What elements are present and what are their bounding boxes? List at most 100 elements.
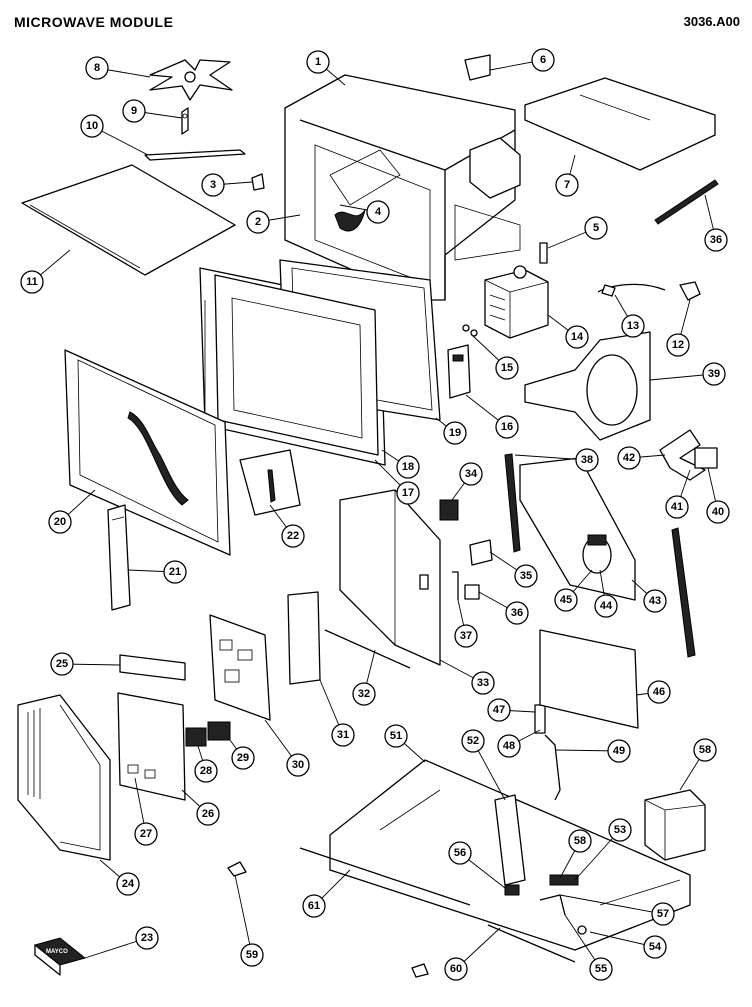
callout-number: 15 — [501, 362, 513, 374]
diagram-code: 3036.A00 — [683, 14, 740, 29]
callout-number: 48 — [503, 740, 515, 752]
callout-number: 13 — [627, 320, 639, 332]
callout-number: 45 — [560, 594, 572, 606]
callout-circle — [584, 216, 608, 240]
callout-number: 61 — [308, 900, 320, 912]
callout-44: 44 — [594, 569, 618, 618]
part-outer-panel — [524, 77, 716, 171]
callout-39: 39 — [649, 362, 726, 386]
callout-circle — [80, 114, 104, 138]
callout-number: 4 — [375, 206, 382, 218]
callout-number: 22 — [287, 530, 299, 542]
callout-circle — [607, 739, 631, 763]
callout-circle — [48, 510, 72, 534]
callout-49: 49 — [554, 739, 631, 763]
callout-26: 26 — [181, 789, 220, 826]
callout-number: 19 — [449, 427, 461, 439]
callout-number: 1 — [315, 56, 321, 68]
callout-circle — [444, 957, 468, 981]
callout-number: 32 — [358, 688, 370, 700]
callout-14: 14 — [547, 314, 589, 349]
part-side-plate — [519, 457, 636, 601]
callout-51: 51 — [384, 724, 426, 763]
callout-number: 51 — [390, 730, 402, 742]
callout-circle — [352, 682, 376, 706]
callout-number: 58 — [574, 835, 586, 847]
callout-number: 14 — [571, 331, 584, 343]
part-rear-plate — [539, 629, 639, 729]
callout-number: 31 — [337, 729, 349, 741]
callout-58b: 58 — [679, 738, 717, 791]
part-control-frame — [17, 694, 111, 861]
callout-circle — [617, 446, 641, 470]
callout-circle — [643, 589, 667, 613]
callout-37: 37 — [454, 599, 478, 648]
callout-circle — [50, 652, 74, 676]
callout-circle — [608, 818, 632, 842]
callout-leader-line — [514, 454, 588, 461]
callout-number: 34 — [465, 468, 478, 480]
part-feet — [227, 861, 429, 978]
callout-56: 56 — [448, 841, 506, 889]
callout-47: 47 — [487, 698, 536, 722]
callout-circle — [306, 50, 330, 74]
callout-48: 48 — [497, 729, 541, 758]
callout-circle — [575, 448, 599, 472]
callout-circle — [281, 524, 305, 548]
callout-circle — [621, 314, 645, 338]
callout-circle — [514, 564, 538, 588]
callout-22: 22 — [269, 504, 305, 548]
callout-number: 44 — [600, 600, 613, 612]
callout-circle — [531, 48, 555, 72]
callout-53: 53 — [574, 818, 632, 881]
callout-23: 23 — [84, 926, 159, 959]
callout-19: 19 — [435, 417, 467, 445]
callout-circle — [651, 902, 675, 926]
callout-circle — [396, 481, 420, 505]
callout-circle — [396, 455, 420, 479]
callout-circle — [471, 671, 495, 695]
callout-55: 55 — [564, 914, 613, 981]
callout-21: 21 — [127, 560, 187, 584]
callout-number: 36 — [511, 607, 523, 619]
part-hinge — [239, 449, 301, 516]
callout-45: 45 — [554, 569, 593, 612]
callout-number: 5 — [593, 222, 599, 234]
callout-circle — [702, 362, 726, 386]
callout-number: 17 — [402, 487, 414, 499]
callout-1: 1 — [306, 50, 346, 86]
callout-number: 8 — [94, 62, 100, 74]
callout-number: 43 — [649, 595, 661, 607]
callout-15: 15 — [471, 334, 519, 380]
callout-31: 31 — [319, 679, 355, 747]
callout-24: 24 — [99, 859, 140, 896]
callout-52: 52 — [461, 729, 506, 801]
callout-number: 6 — [540, 54, 546, 66]
callout-32: 32 — [352, 649, 376, 706]
callout-number: 12 — [672, 339, 684, 351]
part-magnetron — [484, 265, 549, 339]
callout-number: 35 — [520, 570, 532, 582]
part-fuse — [539, 242, 548, 264]
callout-circle — [554, 588, 578, 612]
callout-circle — [240, 943, 264, 967]
callout-58a: 58 — [559, 829, 592, 879]
callout-leader-line — [234, 874, 253, 956]
callout-8: 8 — [85, 56, 151, 80]
callout-number: 39 — [708, 368, 720, 380]
callout-number: 18 — [402, 461, 414, 473]
callout-10: 10 — [80, 114, 149, 156]
callout-40: 40 — [706, 467, 730, 524]
callout-12: 12 — [666, 299, 691, 357]
callout-59: 59 — [234, 874, 264, 967]
callout-circle — [331, 723, 355, 747]
callout-11: 11 — [20, 249, 71, 294]
callout-61: 61 — [302, 869, 351, 918]
diagram-title: MICROWAVE MODULE — [14, 14, 174, 30]
callout-circle — [461, 729, 485, 753]
callout-circle — [568, 829, 592, 853]
part-latch-arm — [534, 704, 561, 801]
callout-circle — [454, 624, 478, 648]
callout-circle — [565, 325, 589, 349]
callout-54: 54 — [589, 931, 667, 959]
